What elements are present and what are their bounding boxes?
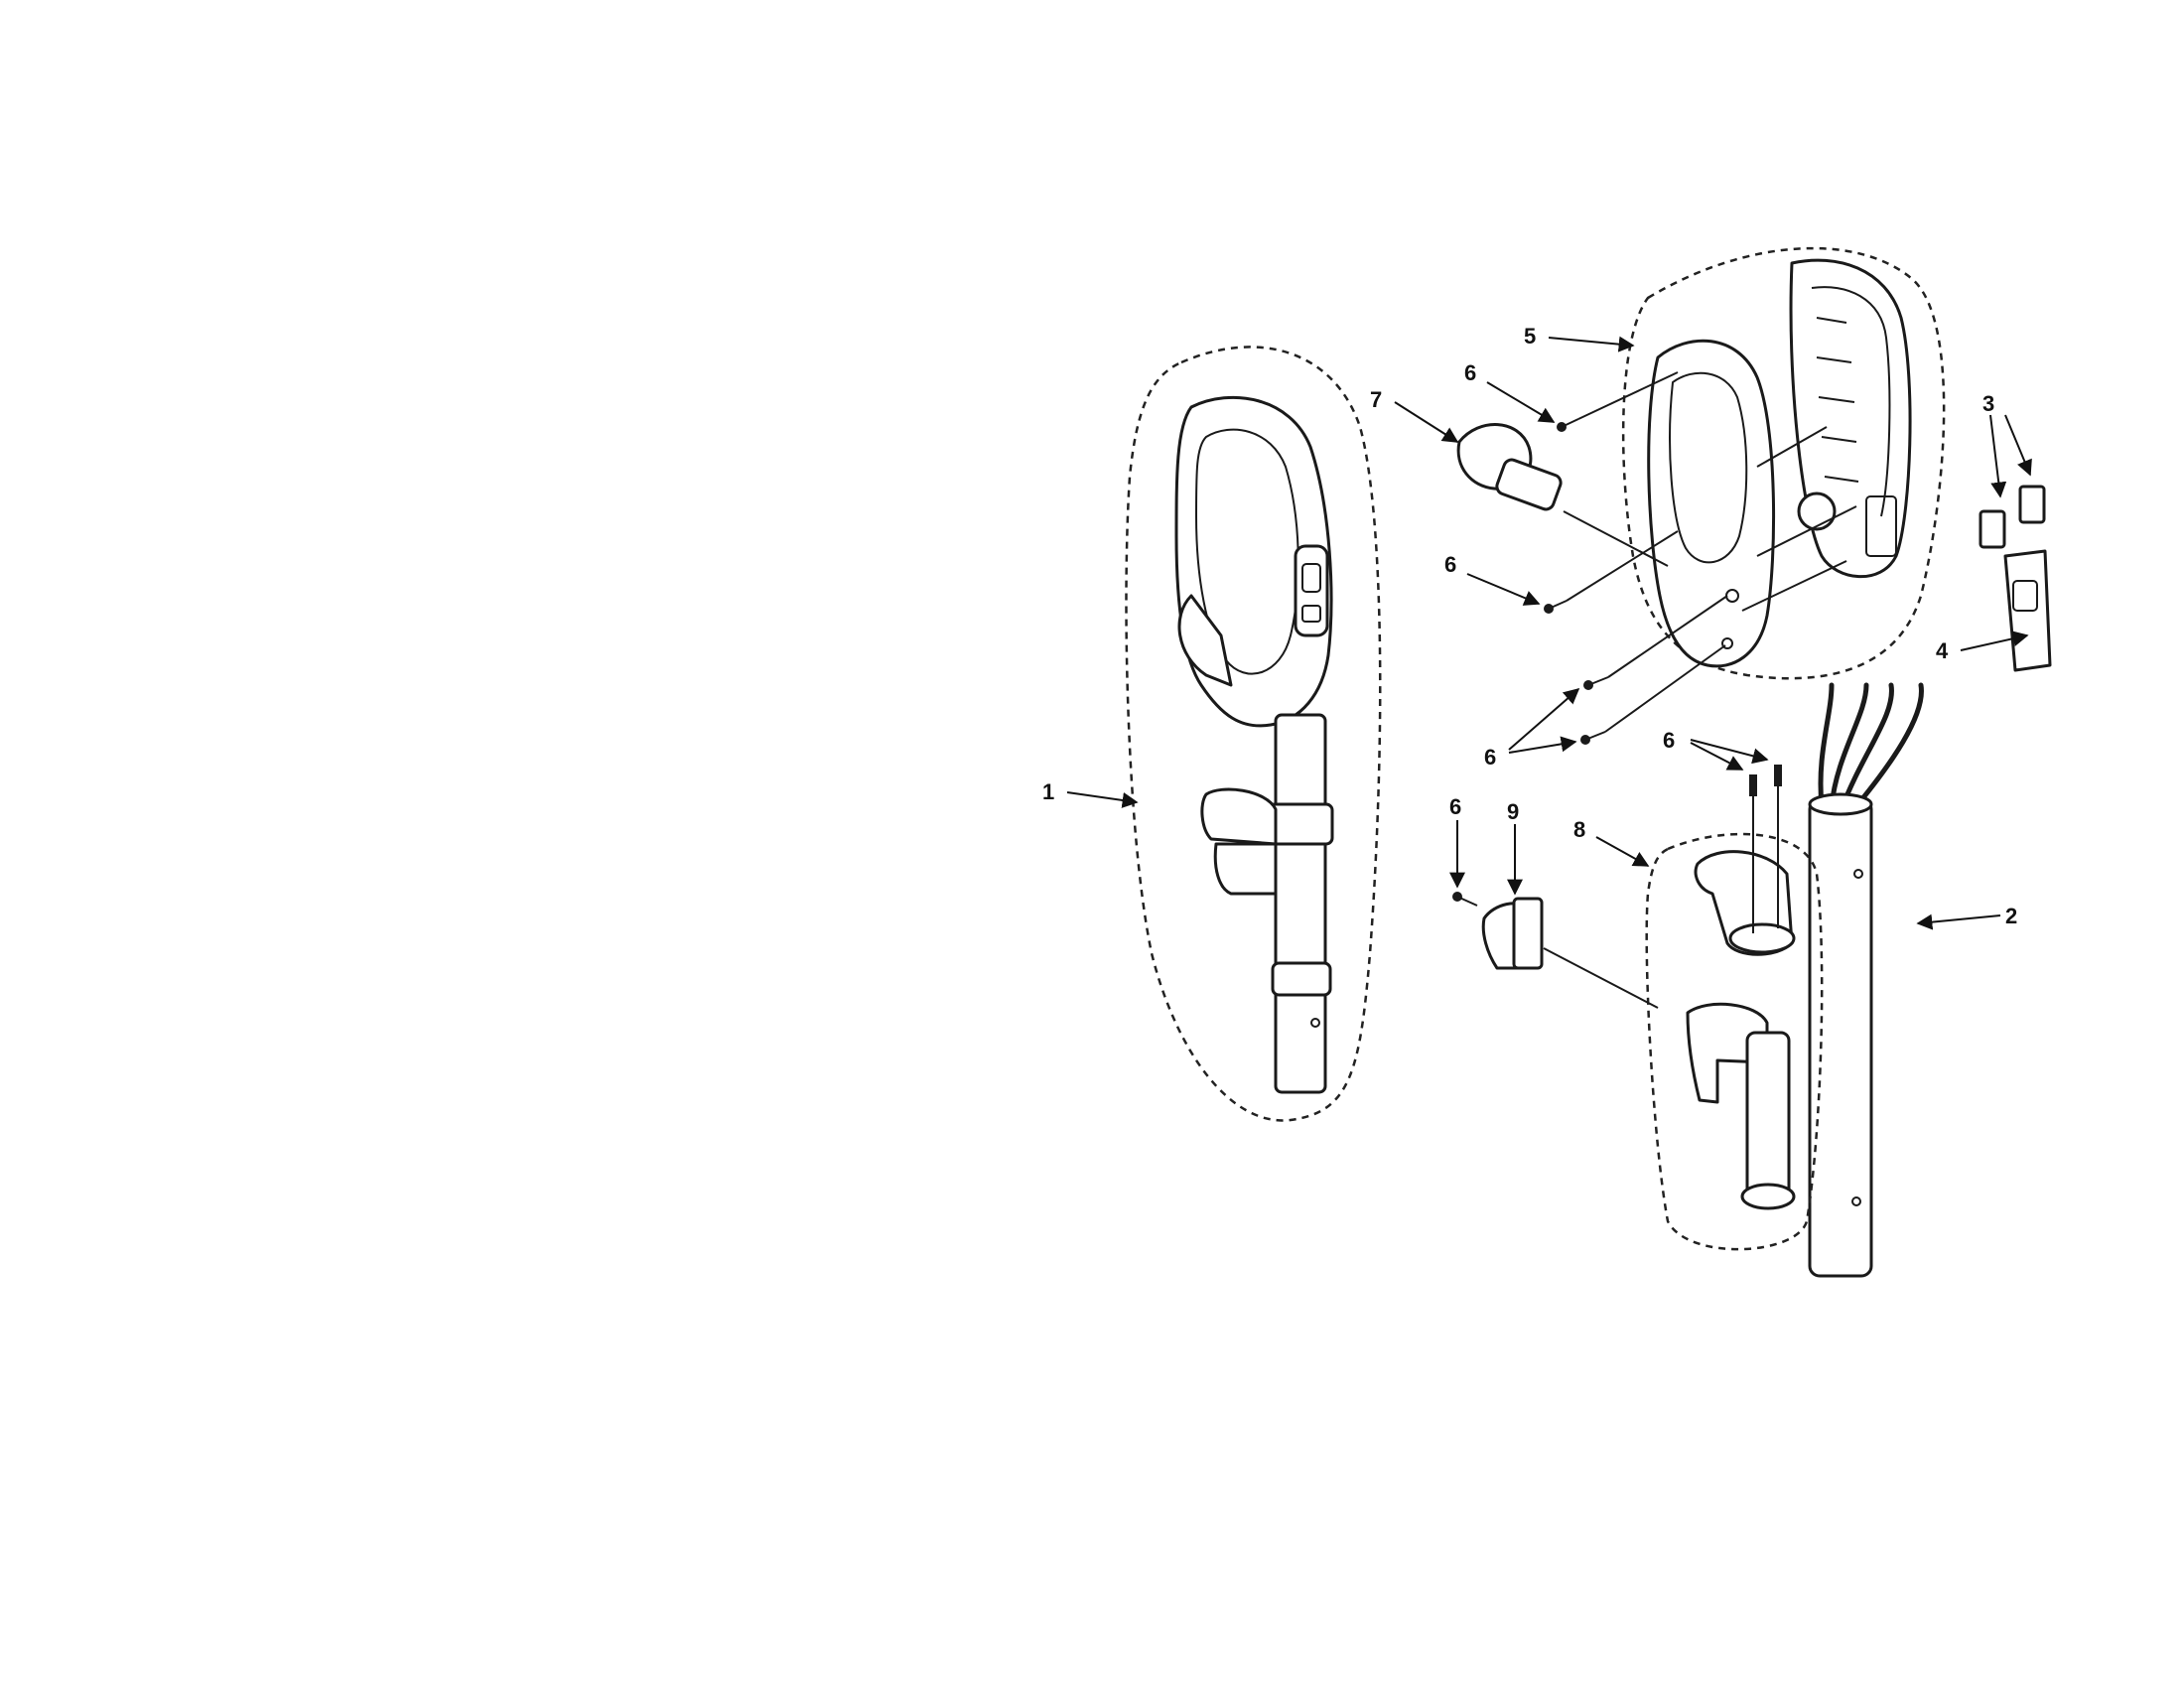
assembly-8-dashed-outline	[1645, 832, 1824, 1251]
housing-align-line-1	[1756, 426, 1828, 468]
assembly-1-dashed-outline	[1125, 346, 1382, 1122]
handle-assembly-part-1	[1125, 346, 1382, 1122]
housing-rear-ribs	[1811, 286, 1891, 517]
callout-7: 7	[1370, 387, 1382, 412]
screw-hook-2	[1774, 765, 1782, 786]
switch-part-4	[2003, 549, 2052, 672]
assembly-5-dashed-outline	[1621, 246, 1946, 680]
cord-hook-assembly-part-8	[1645, 774, 1824, 1251]
callout-1: 1	[1042, 779, 1054, 804]
leader-7	[1394, 401, 1459, 443]
knob-shaft	[1495, 458, 1563, 511]
screw-upper-line	[1577, 371, 1679, 420]
leader-6d2	[1690, 739, 1769, 765]
screw-lower-a-line	[1607, 595, 1728, 678]
lower-tube-part-2	[1808, 682, 1924, 1278]
screw-lower-a	[1583, 676, 1609, 690]
screw-hook-1	[1749, 774, 1757, 796]
lower-hook-piece	[1686, 1002, 1769, 1104]
housing-rear-boss	[1797, 491, 1837, 531]
callout-3: 3	[1982, 391, 1994, 416]
handle-hook	[1177, 594, 1233, 687]
switch-button	[1301, 563, 1321, 593]
callout-2: 2	[2005, 904, 2017, 928]
housing-align-line-3	[1741, 560, 1847, 612]
housing-screw-hole-b	[1721, 637, 1733, 649]
callout-labels: 1 2 3 4 5 6 6 6 6 6 7 8 9	[1042, 324, 2017, 928]
swivel-knob-part-7	[1456, 423, 1669, 567]
leader-5	[1548, 336, 1635, 352]
switch-lower-button	[1301, 605, 1321, 623]
upper-hook-base	[1728, 922, 1796, 954]
screws-part-6	[1452, 371, 1782, 907]
leader-6a	[1486, 381, 1556, 423]
callout-6-middle: 6	[1444, 552, 1456, 577]
wire-2	[1829, 682, 1869, 809]
callout-8: 8	[1573, 817, 1585, 842]
callout-6-upper: 6	[1464, 360, 1476, 385]
screw-clip	[1452, 892, 1478, 907]
housing-front-half	[1647, 339, 1776, 668]
lower-cord-hook	[1213, 842, 1278, 896]
tube-lower-hole	[1851, 1196, 1861, 1206]
hook-sleeve	[1745, 1031, 1791, 1203]
leader-1	[1066, 791, 1139, 808]
screw-middle	[1544, 600, 1568, 614]
switch-rocker	[2012, 580, 2038, 612]
leader-6d1	[1690, 742, 1744, 771]
callout-6-clip: 6	[1449, 794, 1461, 819]
housing-front-opening	[1669, 371, 1748, 564]
leader-arrows	[1066, 336, 2032, 930]
leader-6c2	[1508, 736, 1577, 754]
tube-upper-hole	[1853, 869, 1863, 879]
wire-4	[1848, 682, 1924, 815]
wire-3	[1839, 682, 1894, 812]
knob-leader-line	[1563, 510, 1669, 567]
screw-lower-b	[1580, 731, 1606, 745]
handle-tube	[1274, 713, 1327, 1094]
connectors-part-3	[1979, 485, 2046, 549]
callout-6-hook: 6	[1663, 728, 1675, 753]
connector-right	[2018, 485, 2046, 524]
tube-collar-upper	[1267, 802, 1334, 846]
screw-middle-line	[1566, 530, 1679, 602]
leader-6b	[1466, 573, 1541, 606]
connector-left	[1979, 509, 2006, 549]
leader-2	[1916, 913, 2001, 930]
clip-leader-line	[1543, 947, 1659, 1009]
callout-5: 5	[1524, 324, 1536, 349]
clip-part-9	[1481, 897, 1659, 1009]
leader-3b	[2004, 414, 2032, 477]
screw-lower-b-line	[1604, 644, 1726, 733]
handle-housing-part-5	[1621, 246, 1946, 680]
leader-8	[1595, 836, 1650, 867]
housing-rear-slot	[1865, 495, 1897, 557]
leader-4	[1960, 631, 2029, 651]
wire-1	[1818, 682, 1835, 807]
upper-cord-hook	[1200, 787, 1278, 846]
callout-4: 4	[1936, 638, 1949, 663]
hook-sleeve-base	[1740, 1183, 1796, 1210]
screw-upper	[1557, 418, 1579, 432]
callout-9: 9	[1507, 799, 1519, 824]
leader-6c1	[1508, 687, 1580, 751]
housing-align-line-2	[1756, 505, 1857, 557]
tube-collar-lower	[1271, 961, 1332, 997]
leader-3a	[1989, 414, 2007, 498]
handle-loop-inner	[1194, 428, 1299, 675]
tube-hole	[1310, 1018, 1320, 1028]
clip-tab	[1512, 897, 1544, 970]
lower-tube-top	[1808, 792, 1873, 816]
callout-6-lower: 6	[1484, 745, 1496, 770]
